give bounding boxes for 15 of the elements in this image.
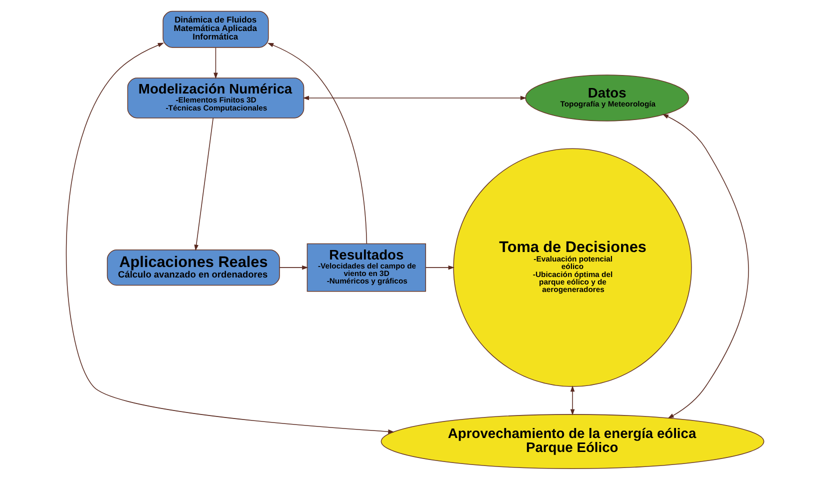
node-box: Resultados -Velocidades del campo de viento en 3D -Numéricos y gráficos [306,243,426,292]
arrow [425,265,454,270]
node-ellipse: Datos Topografía y Meteorología [525,74,690,122]
arrow [194,118,214,251]
node-box: Modelización Numérica -Elementos Finitos 3D -Técnicas Computacionales [127,78,304,118]
arrow [570,386,575,416]
arrow [66,42,394,434]
arrow [267,42,368,244]
arrow [279,265,308,270]
node-box: Aplicaciones Reales Cálculo avanzado en ordenadores [106,250,280,286]
node-circle: Toma de Decisiones -Evaluación potencial eólico -Ubicación óptima del parque eólico y de aerogeneradores [453,148,692,387]
arrow [214,47,218,79]
arrow [662,114,749,419]
node-box: Dinámica de Fluidos Matemática Aplicada Informática [162,10,269,48]
arrow [302,96,527,100]
